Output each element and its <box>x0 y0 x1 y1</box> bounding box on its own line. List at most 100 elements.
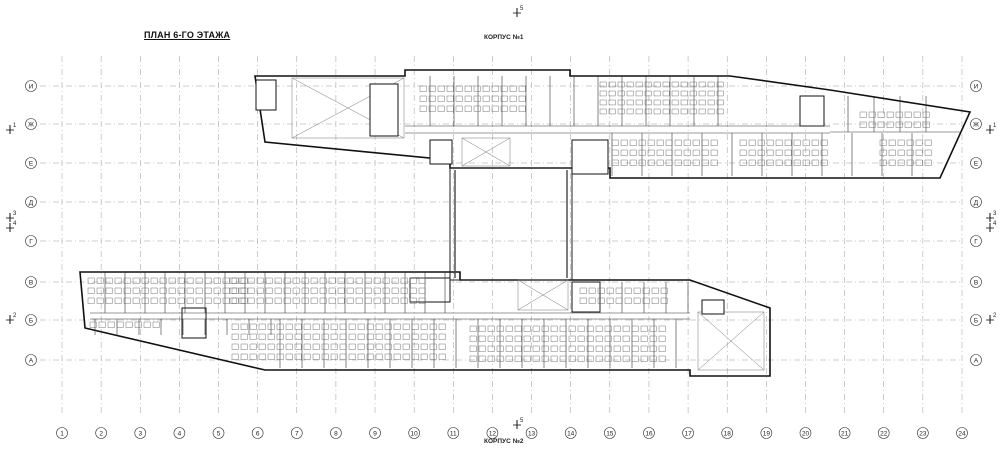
workstation-desk <box>366 343 374 350</box>
row-axis-label: Д <box>29 199 34 206</box>
workstation-desk <box>906 159 914 166</box>
workstation-desk <box>608 108 616 115</box>
column-axis-label: 7 <box>295 430 299 437</box>
workstation-desk <box>653 81 661 88</box>
workstation-desk <box>620 159 628 166</box>
workstation-desk <box>411 333 419 340</box>
workstation-desk <box>922 111 930 118</box>
column-axis-label: 21 <box>841 430 849 437</box>
workstation-desk <box>328 287 336 294</box>
workstation-desk <box>640 355 648 362</box>
row-axis-label: А <box>29 357 34 364</box>
row-axis-bubble: В <box>970 276 982 288</box>
row-axis-label: И <box>974 83 979 90</box>
workstation-desk <box>707 99 715 106</box>
workstation-desk <box>411 323 419 330</box>
workstation-desk <box>622 335 630 342</box>
workstation-desk <box>229 297 237 304</box>
workstation-desk <box>393 323 401 330</box>
workstation-desk <box>811 149 819 156</box>
workstation-desk <box>418 277 426 284</box>
workstation-desk <box>375 353 383 360</box>
workstation-desk <box>859 121 867 128</box>
workstation-desk <box>586 345 594 352</box>
workstation-desk <box>348 323 356 330</box>
workstation-desk <box>114 277 122 284</box>
workstation-desk <box>879 149 887 156</box>
workstation-desk <box>683 149 691 156</box>
workstation-desk <box>195 297 203 304</box>
workstation-desk <box>292 277 300 284</box>
row-axis-label: Е <box>29 160 34 167</box>
row-axis-label: Ж <box>973 121 979 128</box>
workstation-desk <box>141 287 149 294</box>
row-axis-bubble: Д <box>970 196 982 208</box>
row-axis-bubble: Е <box>25 157 37 169</box>
column-axis-label: 10 <box>411 430 419 437</box>
workstation-desk <box>464 85 472 92</box>
workstation-desk <box>373 287 381 294</box>
interior-rooms <box>90 76 960 368</box>
workstation-desk <box>599 81 607 88</box>
svg-text:3: 3 <box>993 211 997 217</box>
workstation-desk <box>698 90 706 97</box>
workstation-desk <box>473 85 481 92</box>
workstation-desk <box>611 149 619 156</box>
svg-text:2: 2 <box>13 313 17 319</box>
row-axis-bubble: А <box>25 354 37 366</box>
workstation-desk <box>204 297 212 304</box>
workstation-desk <box>366 323 374 330</box>
workstation-desk <box>330 353 338 360</box>
workstation-desk <box>766 149 774 156</box>
workstation-desk <box>375 333 383 340</box>
workstation-desk <box>660 287 668 294</box>
workstation-desk <box>276 353 284 360</box>
workstation-desk <box>604 325 612 332</box>
workstation-desk <box>123 297 131 304</box>
workstation-desk <box>604 335 612 342</box>
workstation-desk <box>635 99 643 106</box>
workstation-desk <box>303 353 311 360</box>
column-axis-label: 1 <box>60 430 64 437</box>
workstation-desk <box>640 335 648 342</box>
workstation-desk <box>437 85 445 92</box>
workstation-desk <box>671 99 679 106</box>
workstation-desk <box>739 159 747 166</box>
workstation-desk <box>514 335 522 342</box>
workstation-desk <box>229 287 237 294</box>
workstation-desk <box>820 149 828 156</box>
workstation-desk <box>310 297 318 304</box>
workstation-desk <box>357 323 365 330</box>
workstation-desk <box>258 323 266 330</box>
workstation-desk <box>811 139 819 146</box>
workstation-desk <box>638 159 646 166</box>
workstation-desk <box>482 105 490 112</box>
workstation-desk <box>294 343 302 350</box>
workstation-desk <box>238 287 246 294</box>
row-axis-bubble: А <box>970 354 982 366</box>
workstation-desk <box>514 355 522 362</box>
workstation-desk <box>473 95 481 102</box>
column-axis-bubble: 16 <box>643 427 655 439</box>
column-axis-label: 15 <box>606 430 614 437</box>
workstation-desk <box>568 325 576 332</box>
workstation-desk <box>469 335 477 342</box>
workstation-desk <box>328 277 336 284</box>
workstation-desk <box>707 108 715 115</box>
row-axis-bubble: Г <box>970 235 982 247</box>
workstation-desk <box>400 287 408 294</box>
workstation-desk <box>608 81 616 88</box>
workstation-desk <box>692 149 700 156</box>
workstation-desk <box>550 355 558 362</box>
workstation-desk <box>924 159 932 166</box>
workstation-desk <box>249 323 257 330</box>
workstation-desk <box>671 90 679 97</box>
workstation-desk <box>478 335 486 342</box>
workstation-desk <box>505 345 513 352</box>
column-axis-label: 4 <box>178 430 182 437</box>
workstation-desk <box>428 95 436 102</box>
workstation-desk <box>168 287 176 294</box>
workstation-desk <box>382 287 390 294</box>
workstation-desk <box>256 297 264 304</box>
workstation-desk <box>505 335 513 342</box>
